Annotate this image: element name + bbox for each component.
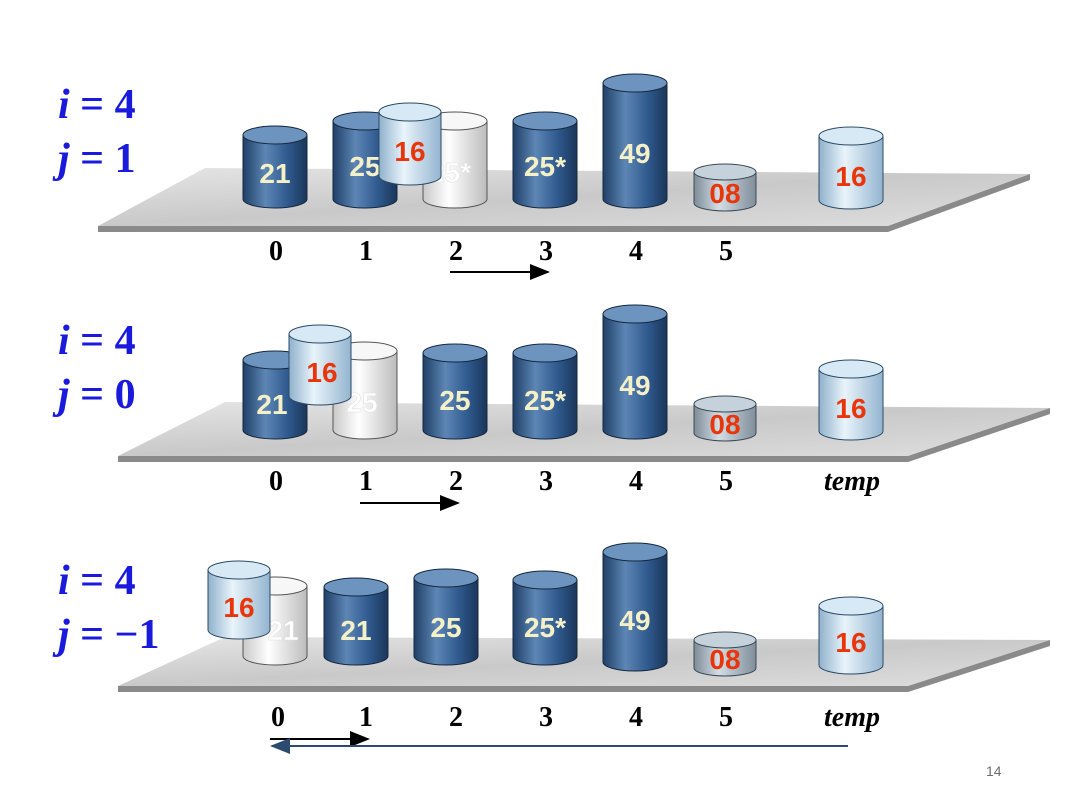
temp-label: temp	[824, 702, 880, 733]
cylinder-value: 16	[835, 393, 866, 424]
cylinder-index-5: 08	[693, 163, 757, 212]
cylinder-temp: 16	[818, 359, 884, 441]
platform-edge	[98, 174, 1030, 232]
i-variable: i = 4	[58, 318, 136, 364]
index-label: 0	[269, 236, 283, 267]
cylinder-index-3: 25*	[512, 570, 578, 666]
cylinder-value: 21	[259, 158, 290, 189]
cylinder-index-3: 25*	[512, 343, 578, 440]
index-label: 1	[359, 236, 373, 267]
index-label: 5	[719, 236, 733, 267]
cylinder-temp: 16	[818, 126, 884, 210]
temp-label: temp	[824, 466, 880, 497]
i-variable: i = 4	[58, 82, 136, 128]
cylinder-value: 49	[619, 605, 650, 636]
row-2: i = 4 j = 0 21 25 16 25 25*	[52, 304, 1050, 511]
cylinder-value: 16	[306, 357, 337, 388]
page-number: 14	[986, 763, 1002, 779]
index-label: 2	[449, 702, 463, 733]
cylinder-index-2: 25	[422, 343, 488, 440]
cylinder-value: 08	[709, 409, 740, 440]
index-label: 3	[539, 702, 553, 733]
j-variable: j = 1	[52, 136, 136, 182]
row-1: i = 4 j = 1 21 25 25* 16 25*	[52, 73, 1030, 280]
platform-edge	[118, 408, 1050, 462]
cylinder-moving-16: 16	[378, 102, 442, 186]
cylinder-index-4: 49	[602, 304, 668, 440]
i-variable: i = 4	[58, 558, 136, 604]
cylinder-value: 25*	[524, 385, 566, 416]
cylinder-value: 08	[709, 178, 740, 209]
cylinder-value: 16	[394, 136, 425, 167]
index-label: 2	[449, 466, 463, 497]
index-label: 4	[629, 236, 643, 267]
cylinder-moving-16: 16	[288, 324, 352, 406]
cylinder-value: 21	[340, 615, 371, 646]
platform-edge	[118, 640, 1050, 692]
cylinder-value: 08	[709, 644, 740, 675]
index-label: 1	[359, 702, 373, 733]
cylinder-value: 49	[619, 370, 650, 401]
row-3: i = 4 j = −1 21 16 21 25 25*	[52, 542, 1050, 754]
cylinder-index-4: 49	[602, 542, 668, 672]
index-label: 0	[269, 466, 283, 497]
j-variable: j = 0	[52, 372, 136, 418]
cylinder-index-4: 49	[602, 73, 668, 209]
cylinder-index-3: 25*	[512, 111, 578, 209]
cylinder-index-5: 08	[693, 631, 757, 677]
cylinder-value: 25*	[524, 151, 566, 182]
cylinder-index-5: 08	[693, 395, 757, 442]
cylinder-moving-16: 16	[207, 560, 271, 640]
cylinder-index-0: 21	[242, 125, 308, 209]
cylinder-value: 49	[619, 138, 650, 169]
index-label: 3	[539, 236, 553, 267]
cylinder-value: 16	[835, 627, 866, 658]
index-label: 0	[271, 702, 285, 733]
cylinder-value: 21	[267, 615, 298, 646]
cylinder-value: 25	[430, 612, 461, 643]
cylinder-index-2: 25	[413, 568, 479, 666]
j-variable: j = −1	[52, 612, 160, 658]
cylinder-value: 25	[349, 151, 380, 182]
cylinder-temp: 16	[818, 596, 884, 675]
index-label: 4	[629, 466, 643, 497]
index-label: 4	[629, 702, 643, 733]
index-label: 3	[539, 466, 553, 497]
index-label: 2	[449, 236, 463, 267]
cylinder-index-1: 21	[323, 577, 389, 666]
cylinder-index-0-vacated: 21	[242, 576, 308, 666]
cylinder-value: 21	[256, 389, 287, 420]
cylinder-value: 25	[439, 385, 470, 416]
cylinder-value: 16	[223, 592, 254, 623]
cylinder-value: 25*	[524, 612, 566, 643]
index-label: 5	[719, 466, 733, 497]
index-label: 5	[719, 702, 733, 733]
cylinder-value: 16	[835, 161, 866, 192]
index-label: 1	[359, 466, 373, 497]
